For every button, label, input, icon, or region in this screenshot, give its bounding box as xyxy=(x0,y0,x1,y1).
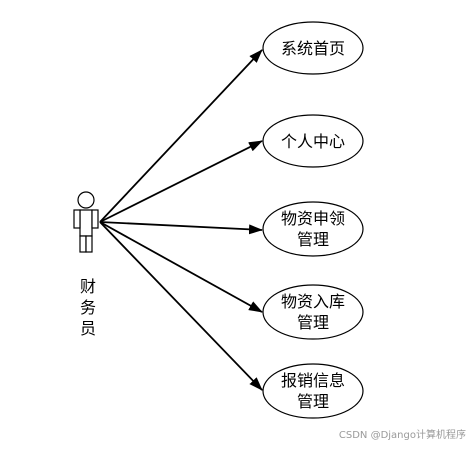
use-case-ellipse xyxy=(262,363,364,419)
use-case-label-line-2: 管理 xyxy=(297,313,329,332)
use-case-ellipse xyxy=(262,114,364,168)
use-case-ellipse xyxy=(262,284,364,340)
use-case-label-line-1: 物资入库 xyxy=(281,292,345,311)
association-arrow-material-warehousing xyxy=(99,221,263,313)
use-case-ellipse xyxy=(262,201,364,257)
actor-right-leg xyxy=(85,235,93,253)
actor-left-leg xyxy=(79,235,87,253)
associations xyxy=(99,49,263,391)
association-arrow-material-requisition xyxy=(99,221,263,235)
use-case-label: 个人中心 xyxy=(281,132,345,151)
actor-label-line-1: 财 xyxy=(80,277,96,296)
use-case-personal-center: 个人中心 xyxy=(262,114,364,168)
use-case-ellipse xyxy=(262,21,364,75)
actor-figure xyxy=(73,191,99,253)
actor-label-line-3: 员 xyxy=(80,319,96,338)
use-case-material-requisition: 物资申领 管理 xyxy=(262,201,364,257)
use-case-label-line-2: 管理 xyxy=(297,392,329,411)
use-case-material-warehousing: 物资入库 管理 xyxy=(262,284,364,340)
association-arrow-system-home xyxy=(99,49,263,223)
association-arrow-reimbursement-info xyxy=(99,221,263,391)
actor-label: 财 务 员 xyxy=(80,277,96,338)
use-case-reimbursement-info: 报销信息 管理 xyxy=(262,363,364,419)
actor-left-arm xyxy=(73,209,81,229)
actor-label-line-2: 务 xyxy=(80,298,96,317)
use-case-system-home: 系统首页 xyxy=(262,21,364,75)
use-case-label-line-2: 管理 xyxy=(297,230,329,249)
actor-right-arm xyxy=(91,209,99,229)
association-arrow-personal-center xyxy=(99,140,263,223)
use-case-label-line-1: 报销信息 xyxy=(281,371,345,390)
actor-head xyxy=(77,191,95,209)
watermark-text: CSDN @Django计算机程序 xyxy=(338,430,466,441)
use-case-label: 系统首页 xyxy=(281,39,345,58)
actor-body xyxy=(79,209,93,237)
use-case-label-line-1: 物资申领 xyxy=(281,209,345,228)
